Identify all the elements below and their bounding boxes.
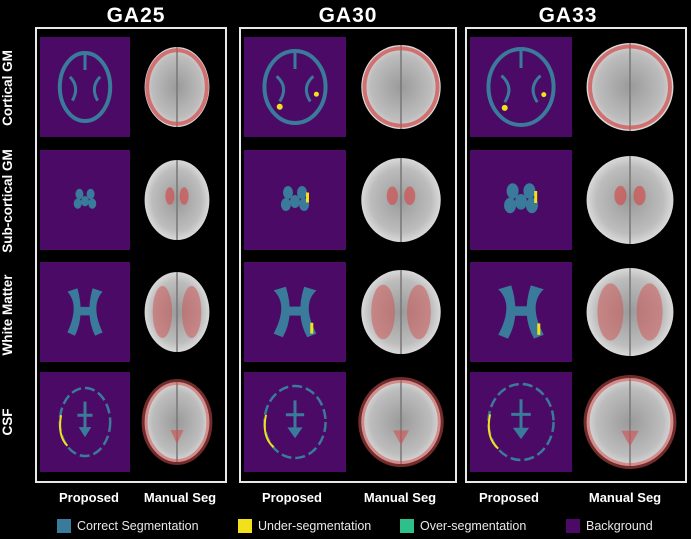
ga25-subcortical-manual [132,150,222,250]
ga30-csf-manual [350,372,452,472]
row-label-white-matter: White Matter [0,274,15,356]
ga25-csf-manual [132,372,222,472]
ga25-cortical-proposed [40,37,130,137]
ga30-csf-proposed [244,372,346,472]
legend: Correct Segmentation Under-segmentation … [0,516,691,536]
ga33-csf-manual [578,372,682,472]
column-label-manual-ga25: Manual Seg [143,490,217,505]
row-label-csf: CSF [0,408,15,436]
group-frame-ga25 [35,27,227,483]
ga33-cortical-proposed [470,37,572,137]
legend-label-correct: Correct Segmentation [77,519,199,533]
legend-swatch-background [566,519,580,533]
legend-swatch-over [400,519,414,533]
legend-label-background: Background [586,519,653,533]
group-title-ga25: GA25 [106,4,166,27]
row-label-cortical-gm: Cortical GM [0,50,15,126]
legend-swatch-under [238,519,252,533]
ga25-csf-proposed [40,372,130,472]
legend-label-under: Under-segmentation [258,519,372,533]
row-label-subcortical-gm: Sub-cortical GM [0,149,15,253]
group-title-ga33: GA33 [538,4,598,27]
ga30-wm-manual [350,262,452,362]
ga30-cortical-proposed [244,37,346,137]
ga33-wm-proposed [470,262,572,362]
legend-swatch-correct [57,519,71,533]
ga25-subcortical-proposed [40,150,130,250]
ga33-subcortical-manual [578,150,682,250]
ga25-wm-manual [132,262,222,362]
legend-item-background: Background [566,518,653,534]
column-label-proposed-ga30: Proposed [262,490,322,505]
ga25-cortical-manual [132,37,222,137]
legend-item-over: Over-segmentation [400,518,526,534]
ga30-wm-proposed [244,262,346,362]
ga33-cortical-manual [578,37,682,137]
group-frame-ga30 [239,27,457,483]
ga33-wm-manual [578,262,682,362]
column-label-manual-ga33: Manual Seg [588,490,662,505]
ga30-cortical-manual [350,37,452,137]
ga33-subcortical-proposed [470,150,572,250]
column-label-proposed-ga25: Proposed [59,490,119,505]
group-title-ga30: GA30 [318,4,378,27]
ga33-csf-proposed [470,372,572,472]
column-label-proposed-ga33: Proposed [479,490,539,505]
ga25-wm-proposed [40,262,130,362]
column-label-manual-ga30: Manual Seg [363,490,437,505]
legend-item-correct: Correct Segmentation [57,518,199,534]
legend-label-over: Over-segmentation [420,519,527,533]
ga30-subcortical-manual [350,150,452,250]
group-frame-ga33 [465,27,687,483]
legend-item-under: Under-segmentation [238,518,371,534]
ga30-subcortical-proposed [244,150,346,250]
